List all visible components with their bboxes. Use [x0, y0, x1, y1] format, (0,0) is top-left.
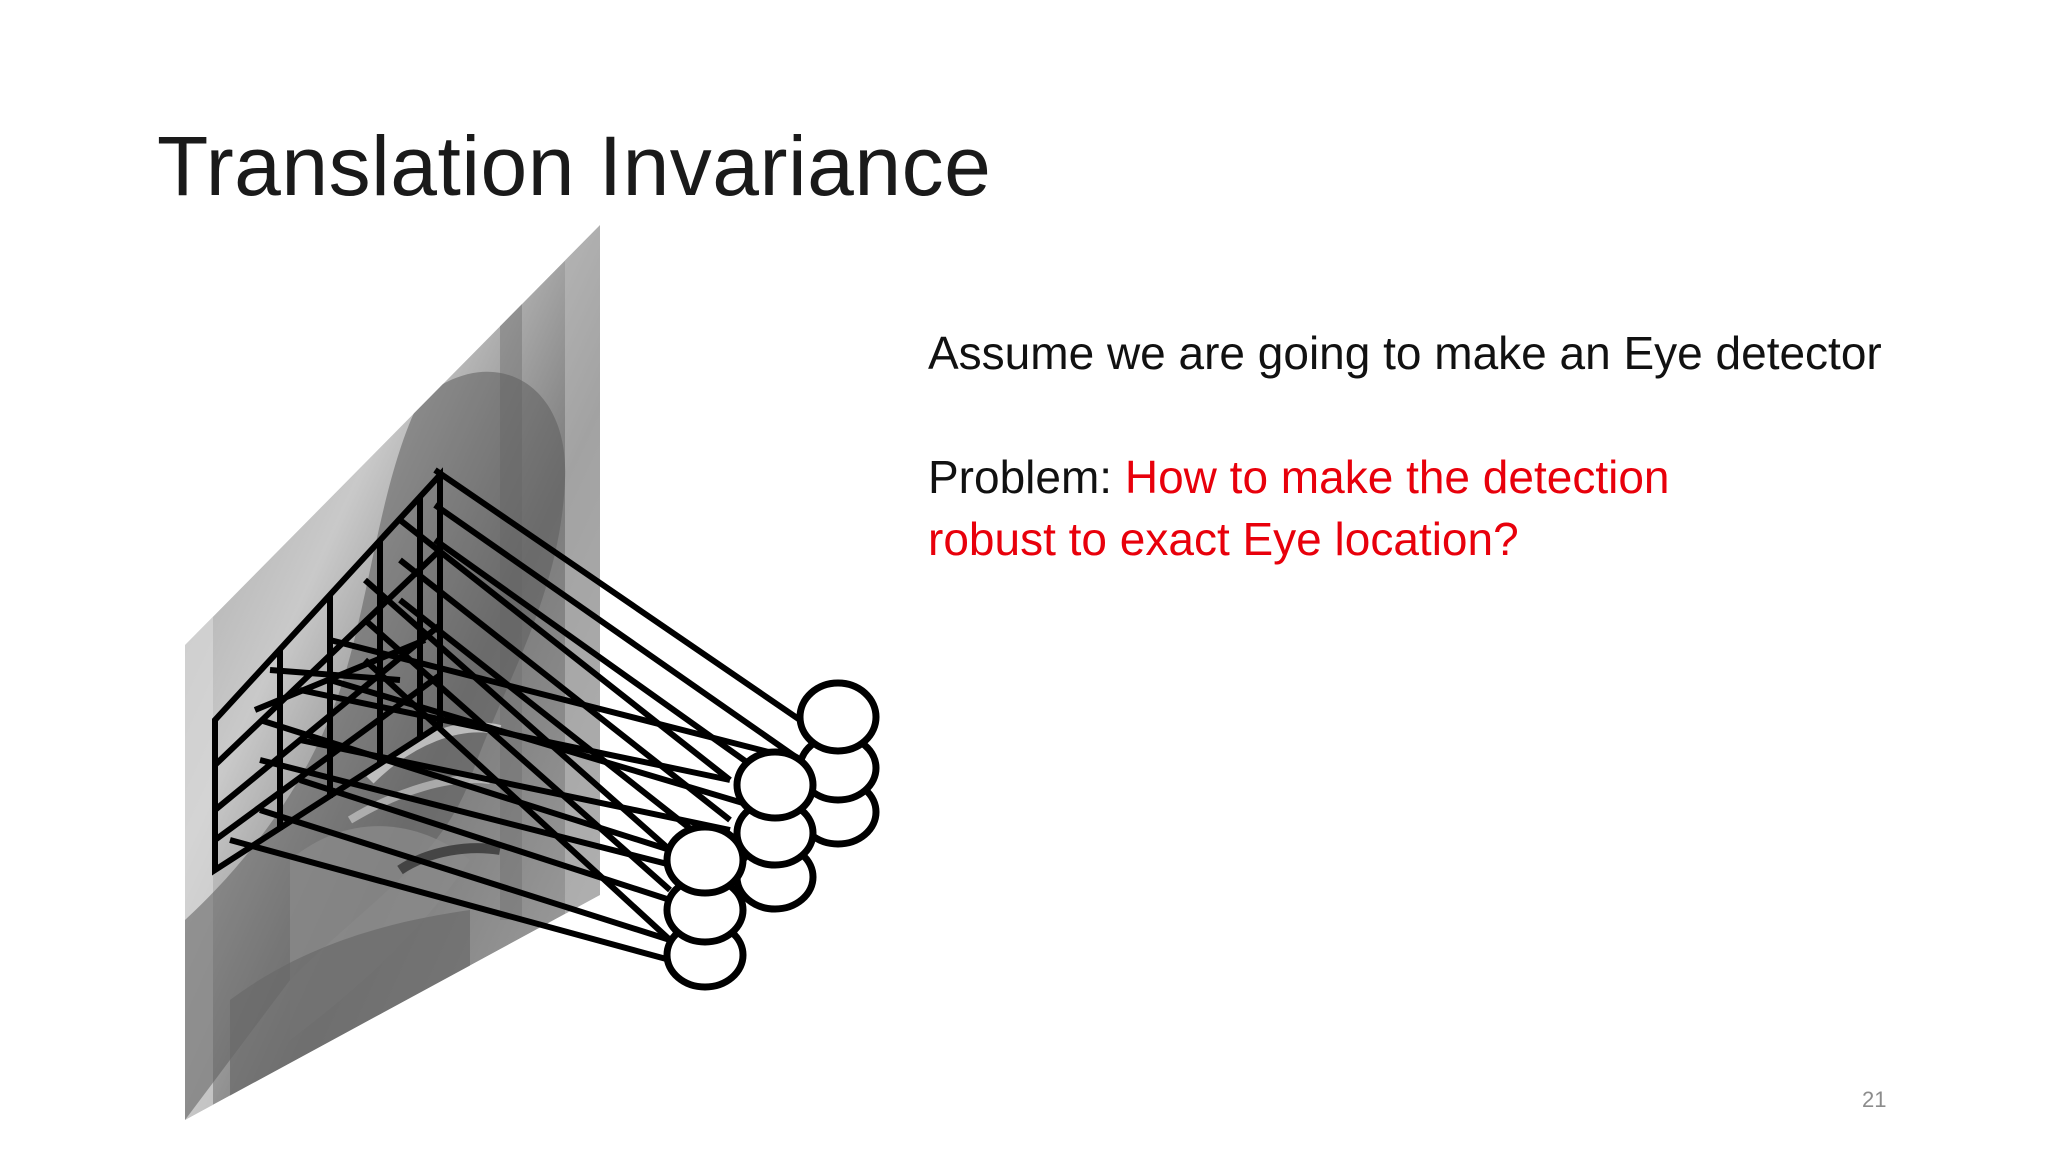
page-number: 21 [1862, 1087, 1887, 1112]
receptive-field-illustration [170, 220, 910, 1130]
eye-detector-sentence: Assume we are going to make an Eye detec… [928, 327, 1882, 379]
connection-lines [229, 467, 802, 963]
receptive-field-diagram [185, 225, 880, 1120]
paragraph-gap [928, 384, 1988, 446]
problem-line: Problem: How to make the detection [928, 446, 1988, 508]
photo-plane [185, 225, 600, 1120]
body-text: Assume we are going to make an Eye detec… [928, 322, 1988, 570]
neuron [733, 748, 817, 822]
neuron-column-front [663, 823, 747, 991]
problem-label: Problem: [928, 451, 1125, 503]
neuron [663, 823, 747, 897]
neuron-column-middle [733, 748, 817, 913]
problem-question-part1: How to make the detection [1124, 451, 1670, 503]
slide-title: Translation Invariance [157, 119, 992, 213]
problem-question-part2: robust to exact Eye location? [928, 513, 1519, 565]
receptive-field-grid [212, 467, 443, 876]
neuron [796, 679, 880, 755]
